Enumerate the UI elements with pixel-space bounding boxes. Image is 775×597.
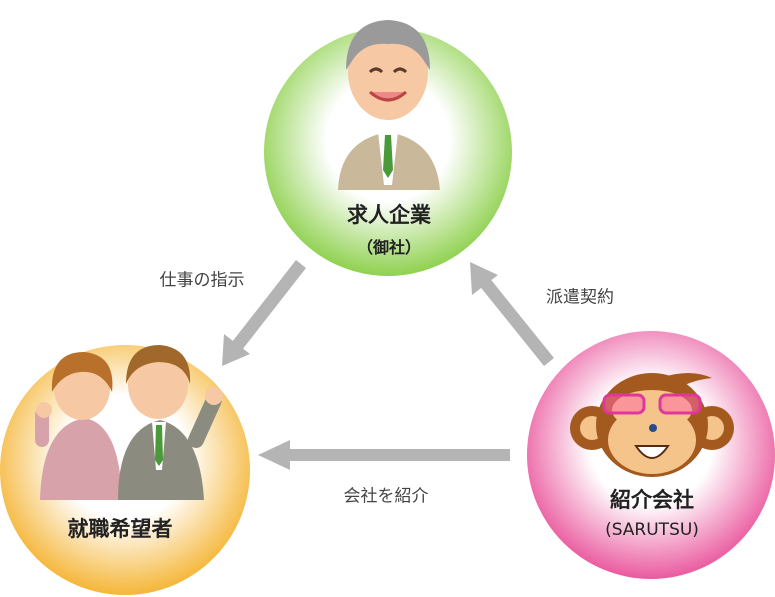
edge-label-instruction: 仕事の指示 — [159, 270, 245, 291]
arrow-dispatch-contract — [470, 262, 554, 366]
agency-title: 紹介会社 — [610, 488, 694, 512]
arrow-instruction — [222, 260, 306, 366]
arrow-introduce — [258, 440, 510, 470]
edge-label-dispatch-contract: 派遣契約 — [546, 287, 614, 308]
seeker-title: 就職希望者 — [67, 517, 173, 541]
job-seekers-illustration — [35, 345, 223, 500]
monkey-mascot-illustration — [570, 373, 734, 477]
businessman-illustration — [338, 20, 440, 190]
agency-subtitle: (SARUTSU) — [605, 520, 699, 540]
company-title: 求人企業 — [347, 203, 431, 227]
company-subtitle: （御社） — [356, 238, 422, 257]
edge-label-introduce-company: 会社を紹介 — [343, 486, 429, 507]
